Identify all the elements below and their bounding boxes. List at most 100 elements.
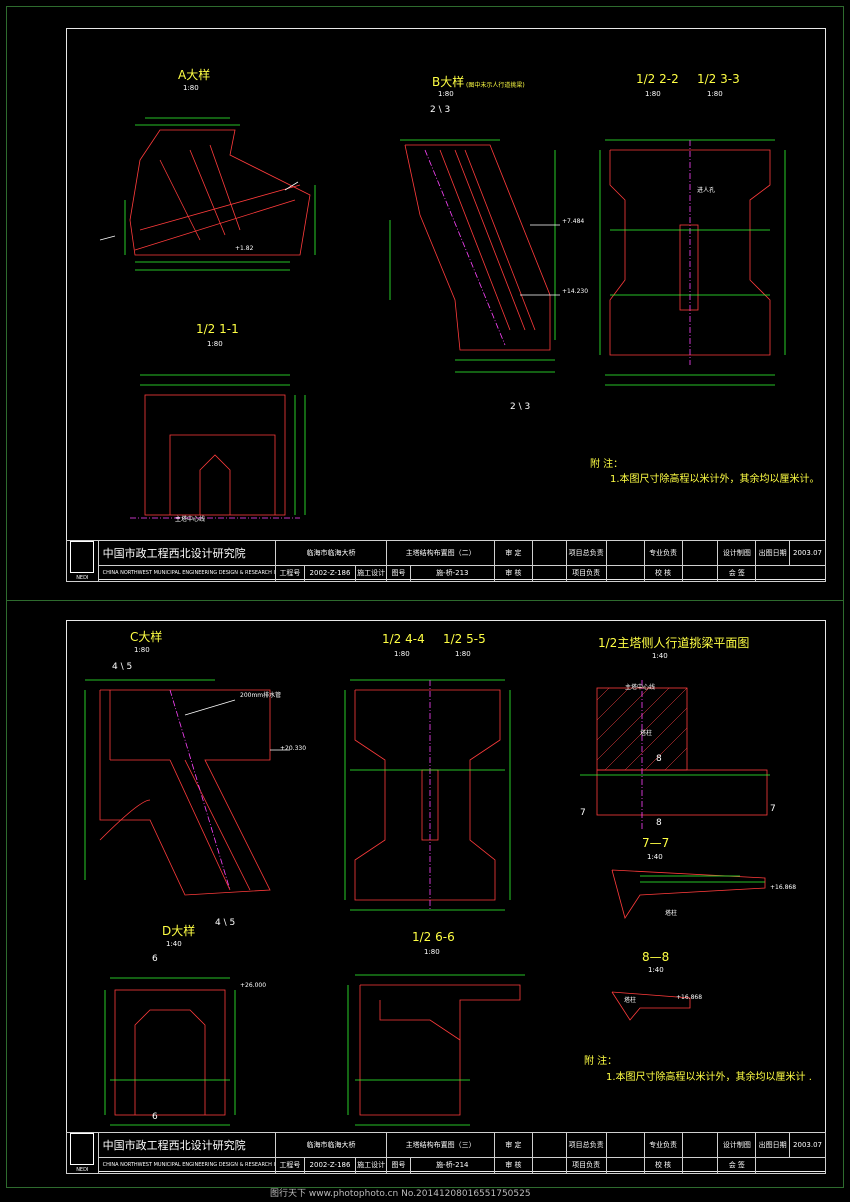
drawing-no-label: 图号 [386, 1156, 411, 1175]
section-22-title: 1/2 2-2 [636, 72, 679, 86]
section-11-drawing [130, 374, 306, 519]
institute-name: 中国市政工程西北设计研究院 [97, 1132, 276, 1158]
drawing-name: 主塔结构布置图（二） [386, 540, 495, 566]
cut-marker-45-bottom: 4 \ 5 [215, 918, 236, 928]
section-88-title: 8—8 [642, 950, 670, 964]
b-detail-drawing [389, 139, 560, 373]
countersign-label: 会 签 [717, 564, 757, 583]
drain-pipe-label: 200mm排水管 [240, 692, 282, 699]
section-88-drawing [611, 991, 691, 1021]
check-label: 审 核 [493, 1156, 533, 1175]
cut-marker-7a: 7 [580, 808, 586, 818]
section-22-33-drawing [599, 139, 786, 386]
check-label: 审 核 [493, 564, 533, 583]
cut-marker-23-top: 2 \ 3 [430, 105, 451, 115]
elevation-label-s2-4: +16.868 [676, 994, 703, 1001]
b-detail-scale: 1:80 [438, 90, 454, 98]
b-detail-subtitle: (图中未示人行道挑梁) [466, 82, 525, 89]
note-line-1: 1.本图尺寸除高程以米计外，其余均以厘米计。 [610, 474, 820, 485]
project-no-label: 工程号 [274, 1156, 306, 1175]
institute-name-en: CHINA NORTHWEST MUNICIPAL ENGINEERING DE… [97, 1156, 276, 1175]
institute-logo: NEDI [66, 1132, 99, 1174]
drawing-no-label: 图号 [386, 564, 411, 583]
proof-label: 校 核 [643, 564, 683, 583]
stage-label: 施工设计 [354, 564, 388, 583]
cut-marker-8a: 8 [656, 754, 662, 764]
drafter-label: 设计制图 [717, 540, 757, 566]
elevation-label-2: +14.230 [562, 288, 589, 295]
walkway-plan-drawing [580, 680, 770, 830]
elevation-label-1: +7.484 [562, 218, 585, 225]
project-no: 2002-Z-186 [304, 1156, 356, 1175]
elevation-label-s2-1: +20.330 [280, 745, 307, 752]
section-44-title: 1/2 4-4 [382, 632, 425, 646]
title-block-1: NEDI 中国市政工程西北设计研究院 临海市临海大桥 主塔结构布置图（二） 审 … [66, 540, 826, 583]
nedi-logo-icon [70, 1133, 95, 1165]
date-label: 出图日期 [755, 540, 791, 566]
d-detail-drawing [104, 977, 236, 1126]
a-detail-drawing [99, 117, 316, 271]
section-44-scale: 1:80 [394, 650, 410, 658]
date-value: 2003.07 [789, 540, 826, 566]
note-line-2: 1.本图尺寸除高程以米计外，其余均以厘米计 . [606, 1072, 812, 1083]
section-66-drawing [347, 974, 525, 1126]
institute-name-en: CHINA NORTHWEST MUNICIPAL ENGINEERING DE… [97, 564, 276, 583]
b-detail-title: B大样 [432, 75, 465, 89]
proof-label: 校 核 [643, 1156, 683, 1175]
c-detail-scale: 1:80 [134, 646, 150, 654]
section-77-drawing [611, 869, 766, 919]
elevation-label-3: +1.82 [235, 245, 254, 252]
cut-marker-6-top: 6 [152, 954, 158, 964]
section-55-scale: 1:80 [455, 650, 471, 658]
project-name: 临海市临海大桥 [274, 1132, 388, 1158]
section-11-scale: 1:80 [207, 340, 223, 348]
section-66-scale: 1:80 [424, 948, 440, 956]
section-77-tower-label: 塔柱 [665, 910, 678, 917]
drafter-label: 设计制图 [717, 1132, 757, 1158]
section-88-tower-label: 塔柱 [624, 997, 637, 1004]
specialist-label: 专业负责 [643, 540, 683, 566]
section-33-scale: 1:80 [707, 90, 723, 98]
plan-scale: 1:40 [652, 652, 668, 660]
plan-tower-label: 塔柱 [640, 730, 653, 737]
elevation-label-s2-3: +16.868 [770, 884, 797, 891]
specialist-label: 专业负责 [643, 1132, 683, 1158]
cut-marker-23-bottom: 2 \ 3 [510, 402, 531, 412]
pm-label: 项目总负责 [565, 540, 607, 566]
pm-label: 项目总负责 [565, 1132, 607, 1158]
project-no: 2002-Z-186 [304, 564, 356, 583]
stage-label: 施工设计 [354, 1156, 388, 1175]
project-name: 临海市临海大桥 [274, 540, 388, 566]
section-55-title: 1/2 5-5 [443, 632, 486, 646]
section-77-scale: 1:40 [647, 853, 663, 861]
plan-centerline-label: 主塔中心线 [625, 684, 656, 691]
c-detail-drawing [84, 679, 290, 896]
a-detail-scale: 1:80 [183, 84, 199, 92]
cut-marker-8b: 8 [656, 818, 662, 828]
d-detail-scale: 1:40 [166, 940, 182, 948]
countersign-label: 会 签 [717, 1156, 757, 1175]
institute-name: 中国市政工程西北设计研究院 [97, 540, 276, 566]
institute-logo: NEDI [66, 540, 99, 582]
cut-marker-45-top: 4 \ 5 [112, 662, 133, 672]
note-heading-1: 附 注： [590, 459, 624, 470]
plan-title: 1/2主塔侧人行道挑梁平面图 [598, 636, 750, 650]
nedi-logo-icon [70, 541, 95, 573]
review-label: 审 定 [493, 540, 533, 566]
date-label: 出图日期 [755, 1132, 791, 1158]
date-value: 2003.07 [789, 1132, 826, 1158]
drawing-no: 施-桥-213 [409, 564, 495, 583]
drawing-name: 主塔结构布置图（三） [386, 1132, 495, 1158]
section-88-scale: 1:40 [648, 966, 664, 974]
sheet-divider [6, 600, 844, 601]
note-heading-2: 附 注： [584, 1056, 618, 1067]
section-44-55-drawing [344, 679, 511, 911]
project-no-label: 工程号 [274, 564, 306, 583]
cut-marker-7b: 7 [770, 804, 776, 814]
title-block-2: NEDI 中国市政工程西北设计研究院 临海市临海大桥 主塔结构布置图（三） 审 … [66, 1132, 826, 1175]
section-11-title: 1/2 1-1 [196, 322, 239, 336]
cut-marker-6-bottom: 6 [152, 1112, 158, 1122]
manhole-label: 进人孔 [697, 187, 716, 194]
section-77-title: 7—7 [642, 836, 670, 850]
